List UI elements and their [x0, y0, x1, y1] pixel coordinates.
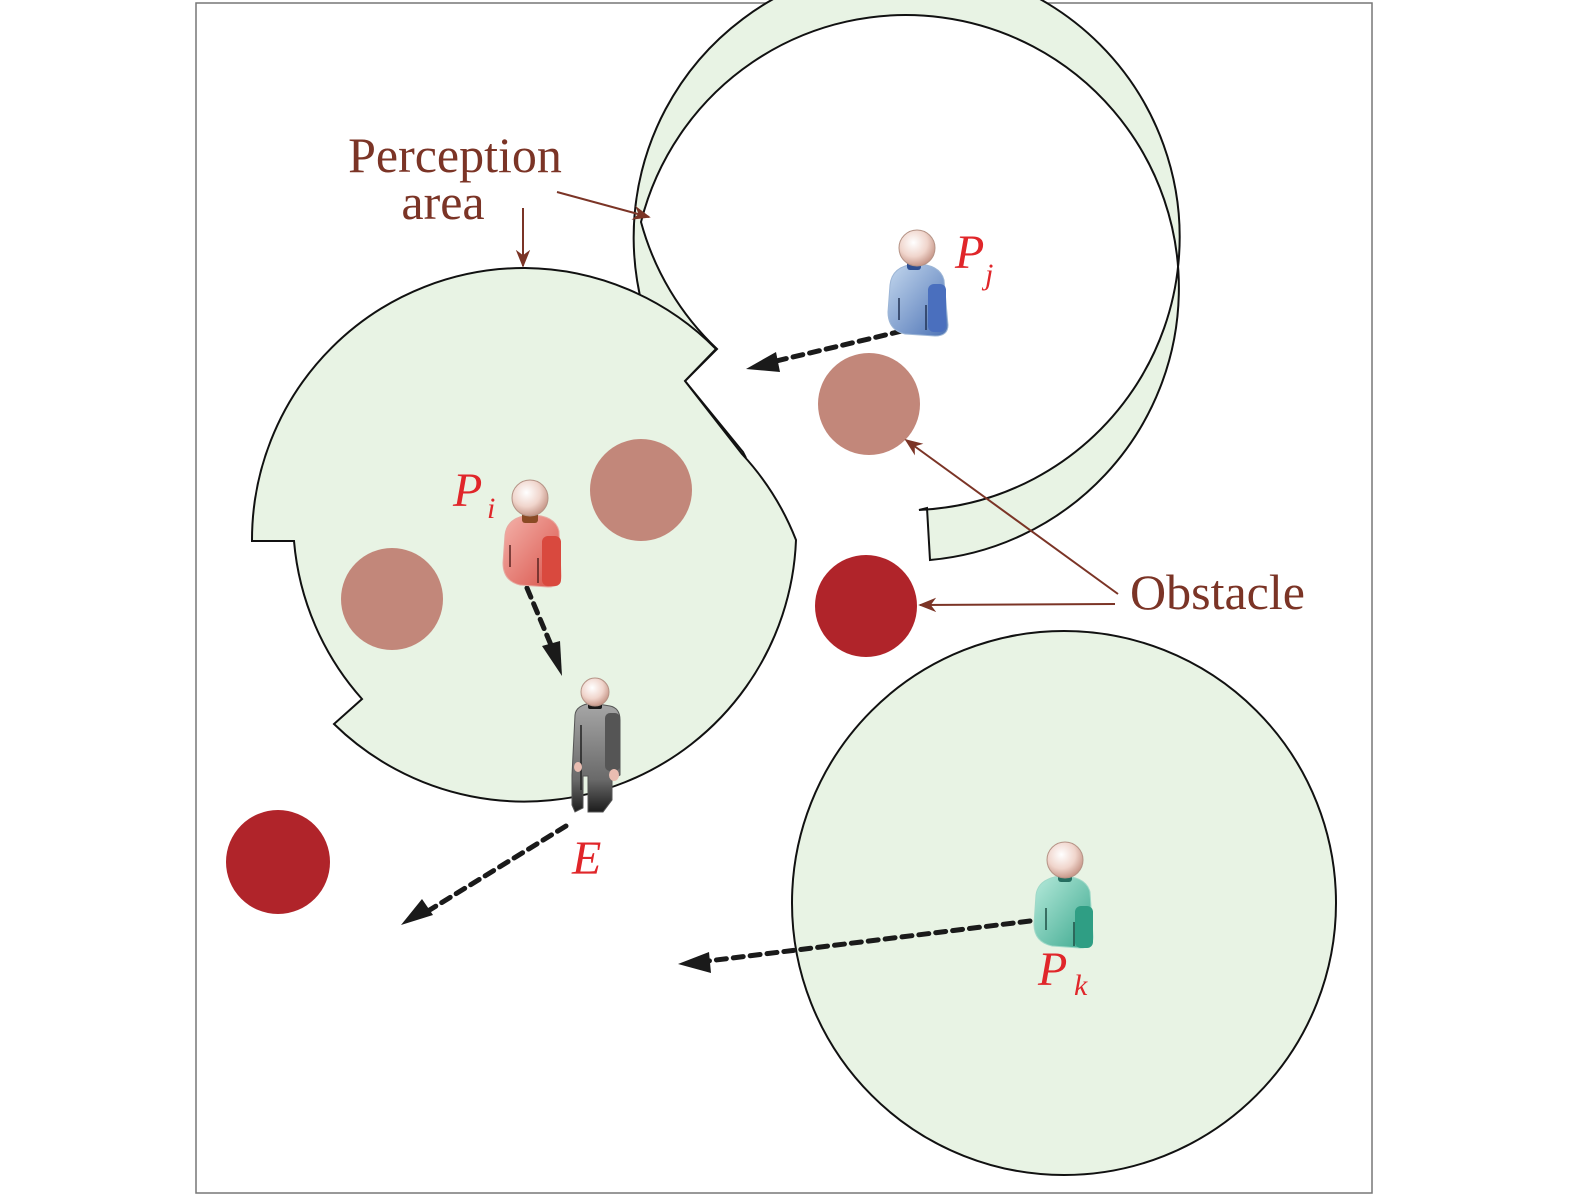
- obstacle-pointer-arrow-upper: [904, 438, 1119, 595]
- label-pk-letter: P: [1037, 943, 1067, 996]
- label-pi: P i: [452, 464, 495, 525]
- obstacle-label: Obstacle: [1130, 564, 1305, 620]
- movement-arrow-pj: [769, 328, 905, 365]
- obstacle-inside-pj: [818, 353, 920, 455]
- arrowhead-pk: [678, 952, 711, 973]
- label-pi-subscript: i: [487, 492, 495, 525]
- arrowhead-pi: [542, 641, 562, 676]
- label-pk: P k: [1037, 943, 1088, 1002]
- label-pj-letter: P: [954, 226, 984, 279]
- label-pk-subscript: k: [1074, 969, 1088, 1002]
- movement-arrow-pk: [705, 918, 1033, 964]
- label-e: E: [571, 832, 601, 885]
- movement-arrow-pi: [524, 585, 554, 648]
- obstacle-outside-left: [226, 810, 330, 914]
- obstacle-pointer-arrow-left: [918, 597, 1116, 613]
- agent-pj-icon: [887, 229, 949, 337]
- arrowhead-pj: [746, 352, 780, 372]
- movement-arrow-e: [425, 823, 569, 914]
- obstacle-outside-middle: [815, 555, 917, 657]
- label-pj: P j: [954, 226, 993, 291]
- perception-area-label-line1: Perception: [348, 127, 562, 183]
- perception-area-label-line2: area: [401, 174, 484, 230]
- agent-pi-icon: [502, 479, 562, 588]
- label-pi-letter: P: [452, 464, 482, 517]
- label-e-letter: E: [571, 832, 601, 885]
- agent-e-icon: [571, 677, 621, 813]
- label-pj-subscript: j: [981, 258, 993, 291]
- obstacle-inside-pi-right: [590, 439, 692, 541]
- arrowhead-e: [401, 899, 433, 925]
- perception-pointer-arrow-right: [556, 191, 651, 220]
- agent-pk-icon: [1033, 841, 1094, 949]
- obstacle-inside-pi-left: [341, 548, 443, 650]
